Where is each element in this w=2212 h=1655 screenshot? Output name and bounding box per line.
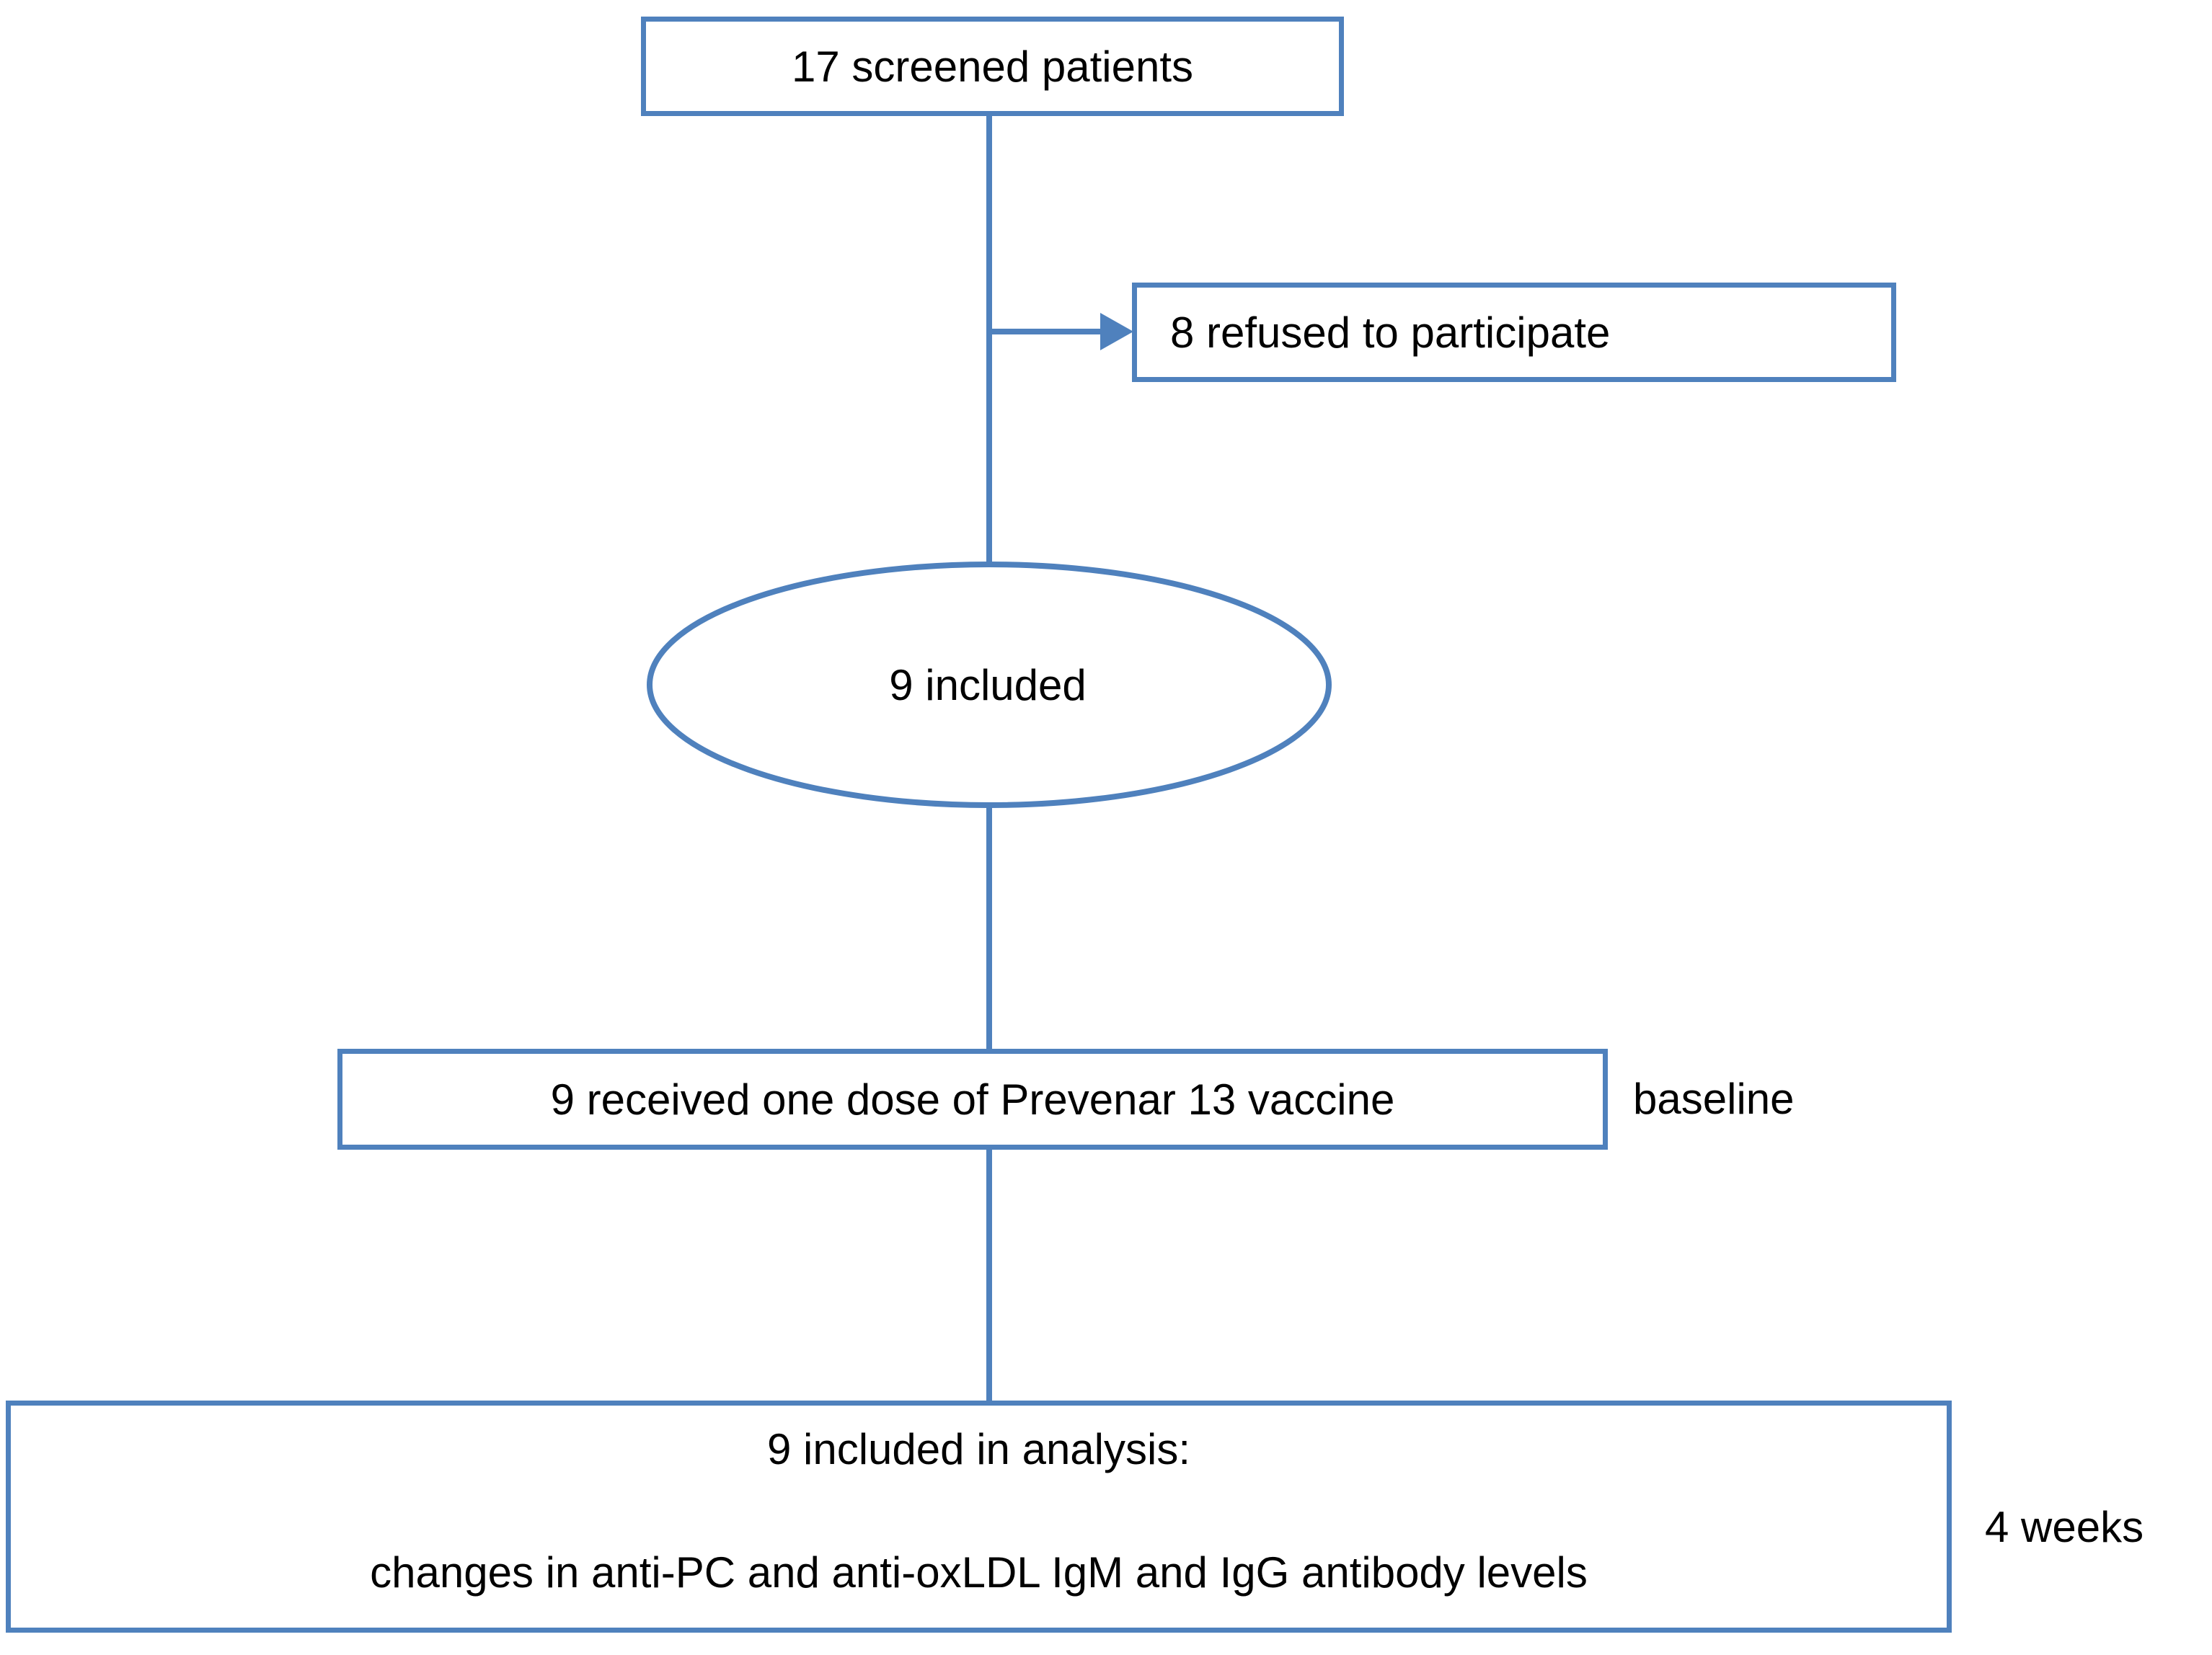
included-ellipse-shape	[647, 562, 1332, 808]
analysis-line1: 9 included in analysis:	[766, 1425, 1191, 1473]
included-label: 9 included	[889, 660, 1087, 709]
vaccine-dose-box: 9 received one dose of Prevenar 13 vacci…	[337, 1049, 1608, 1150]
analysis-line2: changes in anti-PC and anti-oxLDL IgM an…	[370, 1548, 1588, 1597]
included-ellipse: 9 included	[648, 639, 1327, 731]
screened-patients-box: 17 screened patients	[641, 17, 1344, 116]
refused-to-participate-label: 8 refused to participate	[1170, 308, 1611, 357]
refused-to-participate-box: 8 refused to participate	[1132, 283, 1896, 382]
baseline-annotation: baseline	[1633, 1075, 1795, 1123]
vaccine-dose-label: 9 received one dose of Prevenar 13 vacci…	[550, 1075, 1395, 1124]
screened-patients-label: 17 screened patients	[791, 42, 1194, 91]
arrowhead-refused-icon	[1100, 313, 1133, 350]
analysis-box: 9 included in analysis: changes in anti-…	[6, 1401, 1952, 1633]
four-weeks-annotation: 4 weeks	[1985, 1503, 2144, 1551]
